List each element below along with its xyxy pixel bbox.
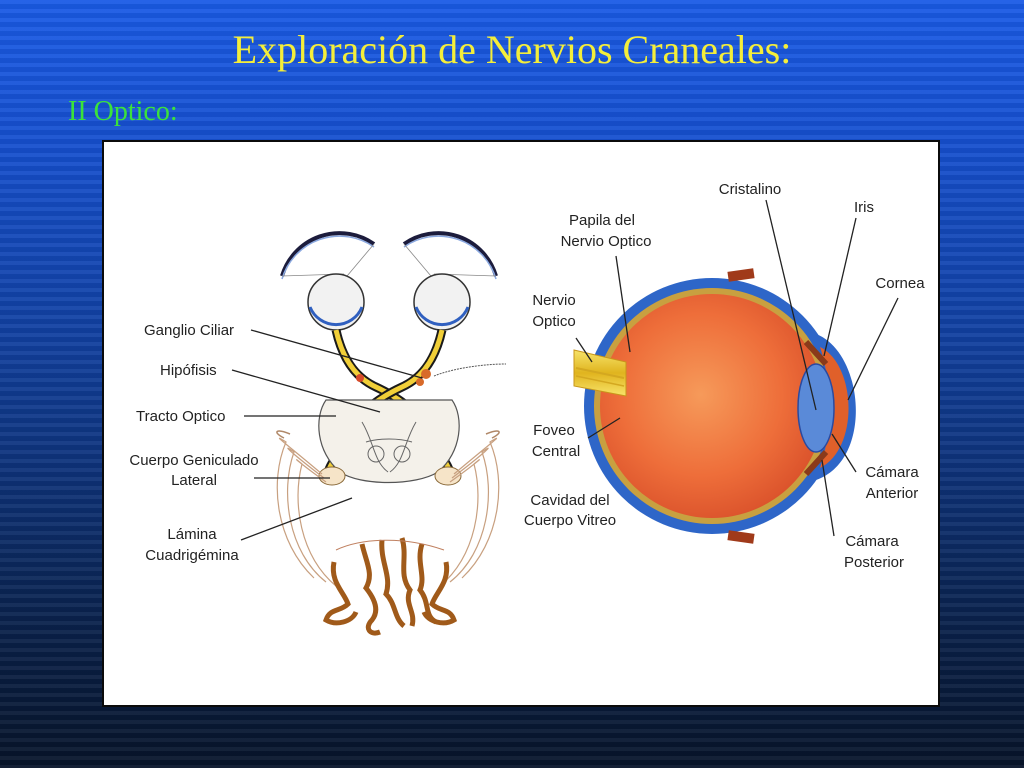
label-cavidad-del: Cavidad del [530,492,609,509]
label-cornea: Cornea [875,275,925,292]
label-cristalino: Cristalino [719,181,782,198]
label-iris: Iris [854,199,874,216]
anatomy-diagram: Ganglio Ciliar Hipófisis Tracto Optico C… [129,181,925,636]
label-camara-posterior-1: Cámara [845,533,899,550]
label-lamina: Lámina [167,526,217,543]
label-optico: Optico [532,313,575,330]
eye-leader-lines [575,199,899,537]
label-camara-posterior-2: Posterior [844,554,904,571]
label-ganglio-ciliar: Ganglio Ciliar [144,322,234,339]
slide-subtitle: II Optico: [68,96,178,127]
diagram-panel: Ganglio Ciliar Hipófisis Tracto Optico C… [102,140,940,707]
eyeball-illustration [573,268,856,544]
label-tracto-optico: Tracto Optico [136,408,225,425]
label-central: Central [532,443,580,460]
label-foveo: Foveo [533,422,575,439]
label-cuerpo-geniculado: Cuerpo Geniculado [129,452,258,469]
label-cuerpo-vitreo: Cuerpo Vitreo [524,512,616,529]
label-cuadrigemina: Cuadrigémina [145,547,239,564]
label-camara-anterior-1: Cámara [865,464,919,481]
visual-pathway-illustration [276,231,507,636]
brain-leader-lines [231,329,423,541]
label-hipofisis: Hipófisis [160,362,217,379]
slide-title: Exploración de Nervios Craneales: [232,27,792,72]
label-cuerpo-geniculado-lateral: Lateral [171,472,217,489]
label-nervio-optico-papila: Nervio Optico [561,233,652,250]
label-nervio: Nervio [532,292,575,309]
label-camara-anterior-2: Anterior [866,485,919,502]
label-papila-del: Papila del [569,212,635,229]
